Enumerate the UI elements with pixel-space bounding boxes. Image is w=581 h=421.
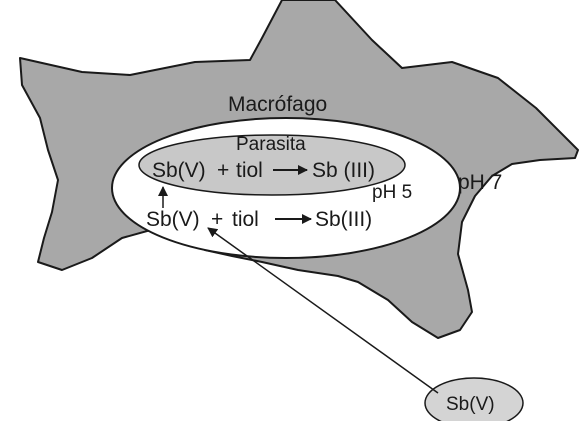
external-drug-label: Sb(V) (446, 394, 495, 415)
external-drug-ellipse (424, 377, 524, 421)
vacuole-reactant: Sb(V) (146, 208, 200, 231)
uptake-arrow (207, 227, 439, 394)
parasite-product: Sb (III) (312, 159, 375, 182)
parasite-ellipse (138, 134, 406, 196)
vacuole-ph-label: pH 5 (372, 182, 412, 203)
parasite-plus: + (217, 159, 229, 182)
parasite-reactant: Sb(V) (152, 159, 206, 182)
vacuole-product: Sb(III) (315, 208, 372, 231)
parasite-label: Parasita (236, 134, 306, 155)
vacuole-reagent: tiol (232, 208, 259, 231)
macrophage-label: Macrófago (228, 93, 327, 116)
parasite-reagent: tiol (236, 159, 263, 182)
vacuole-plus: + (211, 208, 223, 231)
cytoplasm-ph-label: pH 7 (458, 171, 502, 194)
